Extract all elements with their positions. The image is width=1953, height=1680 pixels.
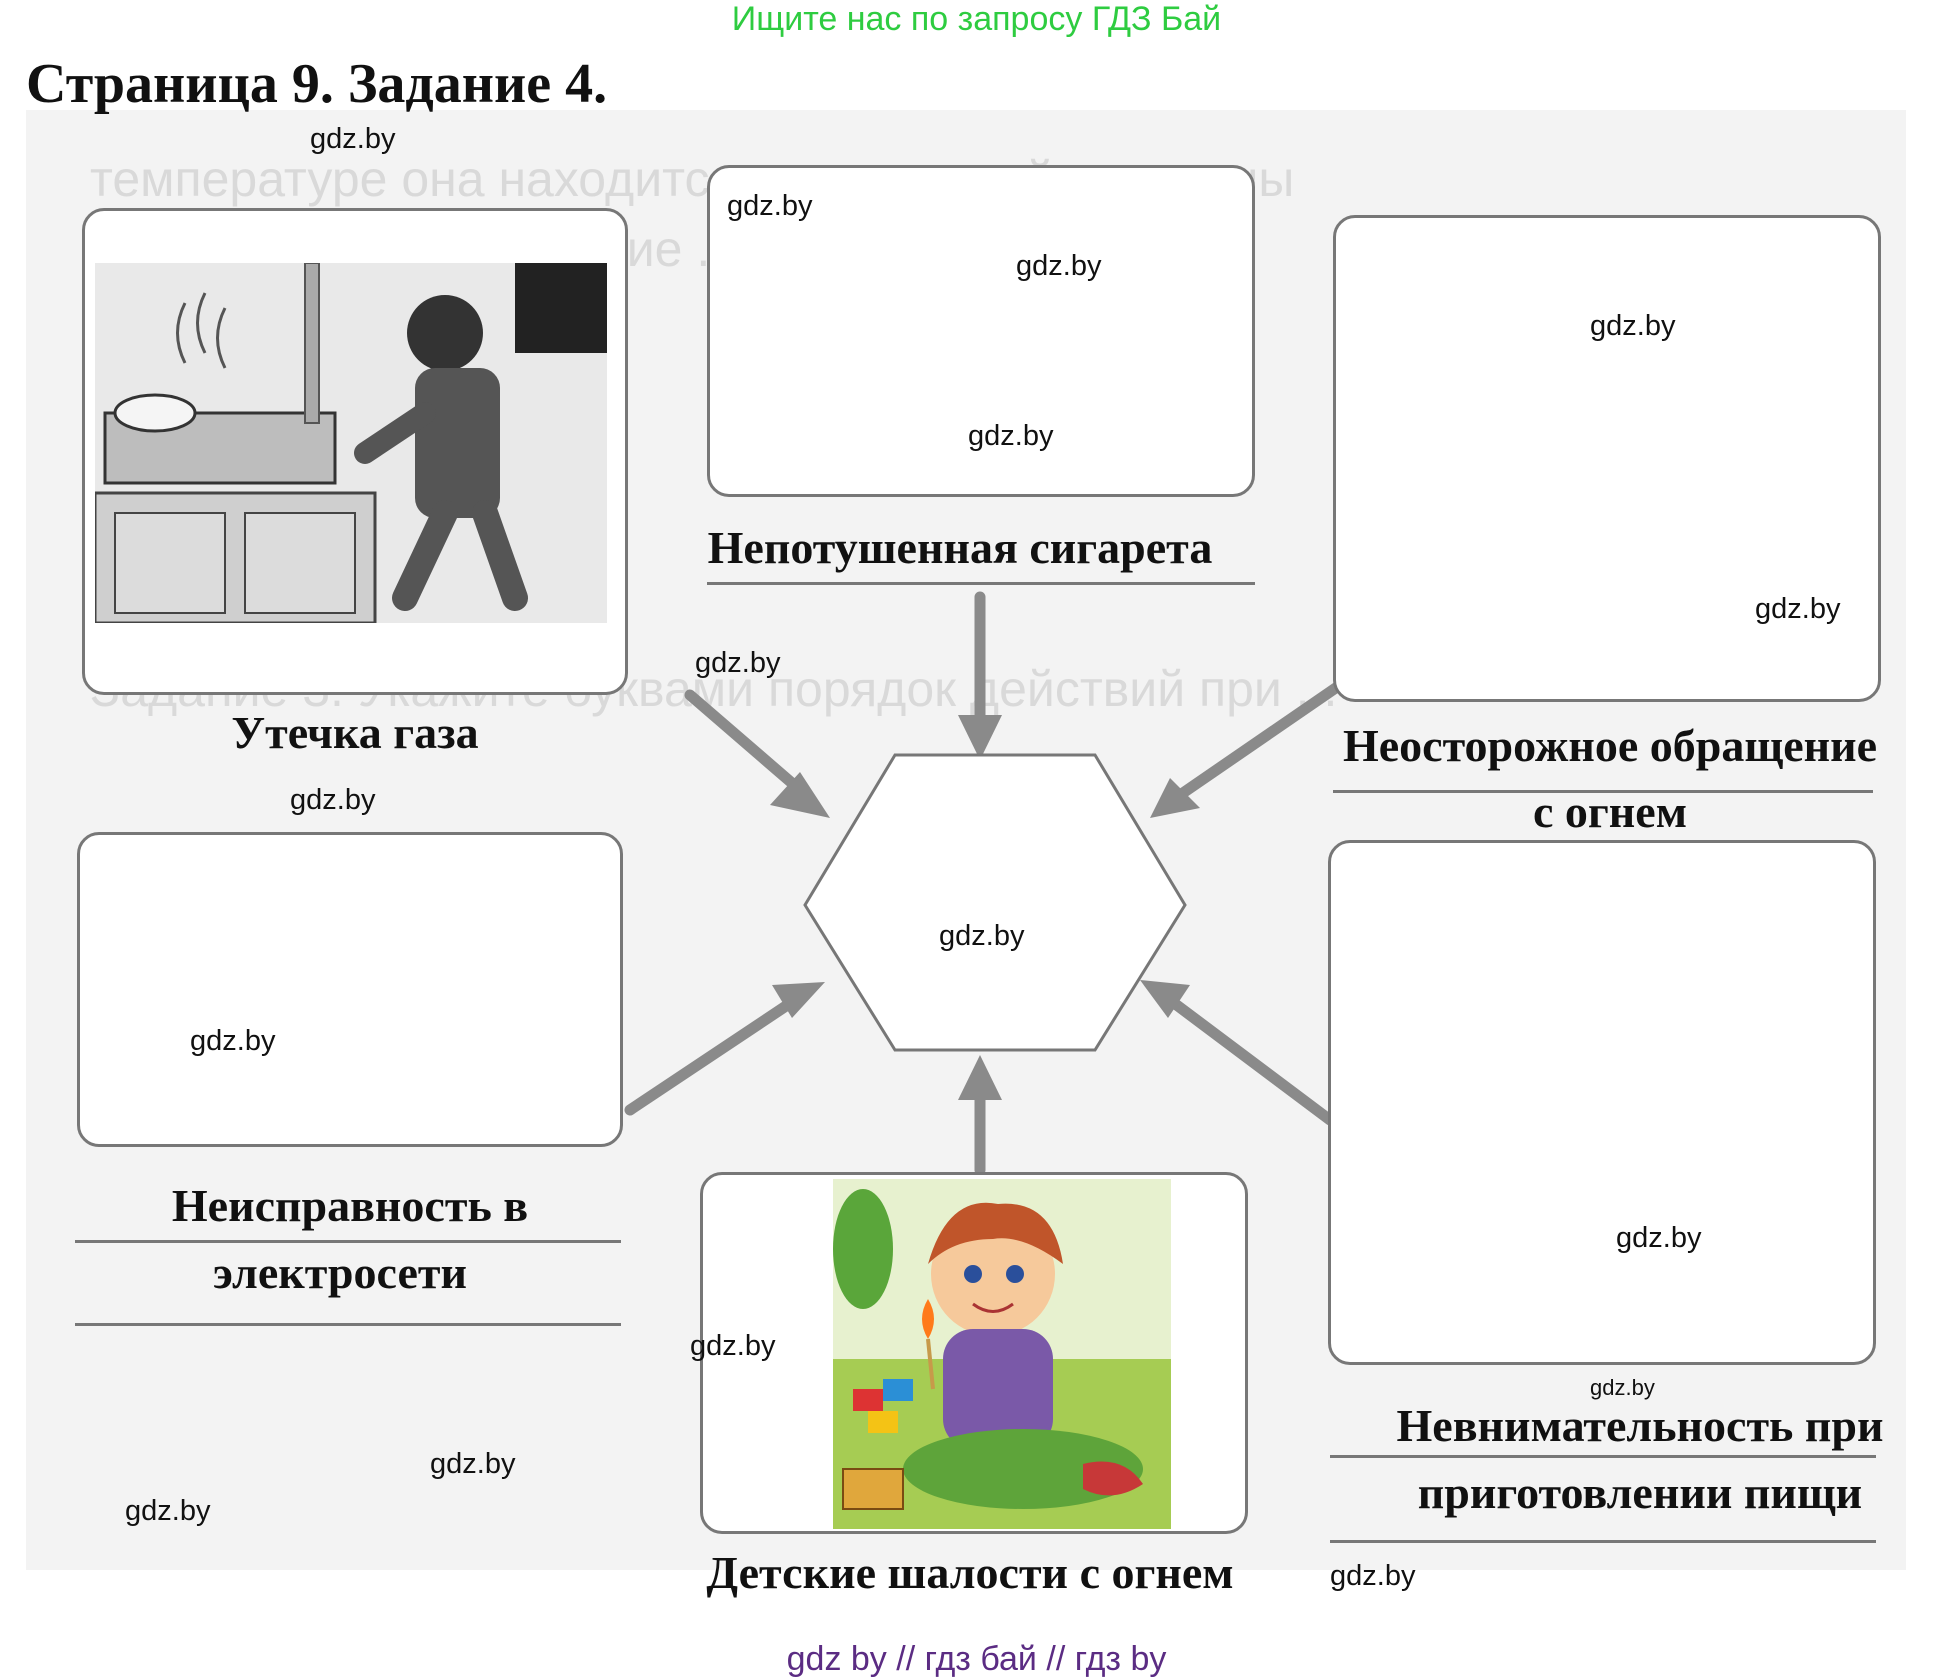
match-icon [926, 1338, 935, 1390]
watermark: gdz.by [968, 420, 1054, 452]
gas-leak-picture [95, 263, 607, 623]
watermark: gdz.by [939, 920, 1025, 952]
answer-line [707, 582, 1255, 585]
watermark: gdz.by [1616, 1222, 1702, 1254]
steam-icon [176, 292, 227, 369]
child-hair [928, 1202, 1063, 1264]
person-body [415, 368, 500, 518]
flame-icon [922, 1299, 934, 1339]
arrow-careless-fire [1174, 679, 1346, 801]
watermark: gdz.by [727, 190, 813, 222]
answer-line [1333, 790, 1873, 793]
watermark: gdz.by [1755, 593, 1841, 625]
arrow-gas-leak [684, 689, 806, 796]
card-cooking [1328, 840, 1876, 1365]
card-kids [700, 1172, 1248, 1534]
answer-line [75, 1240, 621, 1243]
card-gas-leak [82, 208, 628, 695]
pot-icon [113, 393, 197, 433]
watermark: gdz.by [695, 647, 781, 679]
watermark: gdz.by [125, 1495, 211, 1527]
watermark: gdz.by [1590, 1375, 1655, 1400]
answer-line [1330, 1540, 1876, 1543]
watermark: gdz.by [290, 784, 376, 816]
caption-cigarette: Непотушенная сигарета [707, 522, 1213, 573]
caption-cooking-line2: приготовлении пищи [1417, 1467, 1863, 1518]
person-head [407, 295, 483, 371]
arrow-cooking [1164, 994, 1336, 1126]
watermark: gdz.by [430, 1448, 516, 1480]
watermark: gdz.by [1590, 310, 1676, 342]
watermark: gdz.by [690, 1330, 776, 1362]
watermark: gdz.by [1330, 1560, 1416, 1592]
page-title: Страница 9. Задание 4. [26, 53, 608, 115]
caption-wiring-line2: электросети [212, 1247, 467, 1298]
kids-illustration [833, 1179, 1171, 1529]
caption-kids: Детские шалости с огнем [706, 1547, 1234, 1598]
caption-cooking-line1: Невнимательность при [1396, 1400, 1884, 1451]
arrowhead [1150, 778, 1200, 818]
caption-careless-fire-line1: Неосторожное обращение [1342, 720, 1878, 771]
watermark: gdz.by [310, 123, 396, 155]
card-wiring [77, 832, 623, 1147]
gas-leak-illustration [95, 263, 607, 623]
arrowhead [1140, 980, 1190, 1018]
window-icon [515, 263, 607, 353]
center-hexagon [803, 753, 1187, 1052]
footer-links[interactable]: gdz by // гдз бай // гдз by [786, 1640, 1167, 1678]
card-cigarette [707, 165, 1255, 497]
caption-careless-fire-line2: с огнем [1532, 786, 1688, 837]
answer-line [1330, 1455, 1876, 1458]
watermark: gdz.by [1016, 250, 1102, 282]
matchbox-icon [842, 1468, 904, 1510]
watermark: gdz.by [190, 1025, 276, 1057]
caption-wiring-line1: Неисправность в [171, 1180, 529, 1231]
caption-gas-leak: Утечка газа [231, 707, 479, 758]
search-banner[interactable]: Ищите нас по запросу ГДЗ Бай [731, 0, 1222, 38]
answer-line [75, 1323, 621, 1326]
arrowhead [772, 982, 825, 1018]
child-sweater [943, 1329, 1053, 1449]
arrowhead [958, 1055, 1002, 1100]
child-with-match-picture [833, 1179, 1171, 1529]
arrowhead [958, 715, 1002, 760]
card-careless-fire [1333, 215, 1881, 702]
arrowhead [770, 772, 830, 818]
arrow-wiring [624, 994, 801, 1116]
